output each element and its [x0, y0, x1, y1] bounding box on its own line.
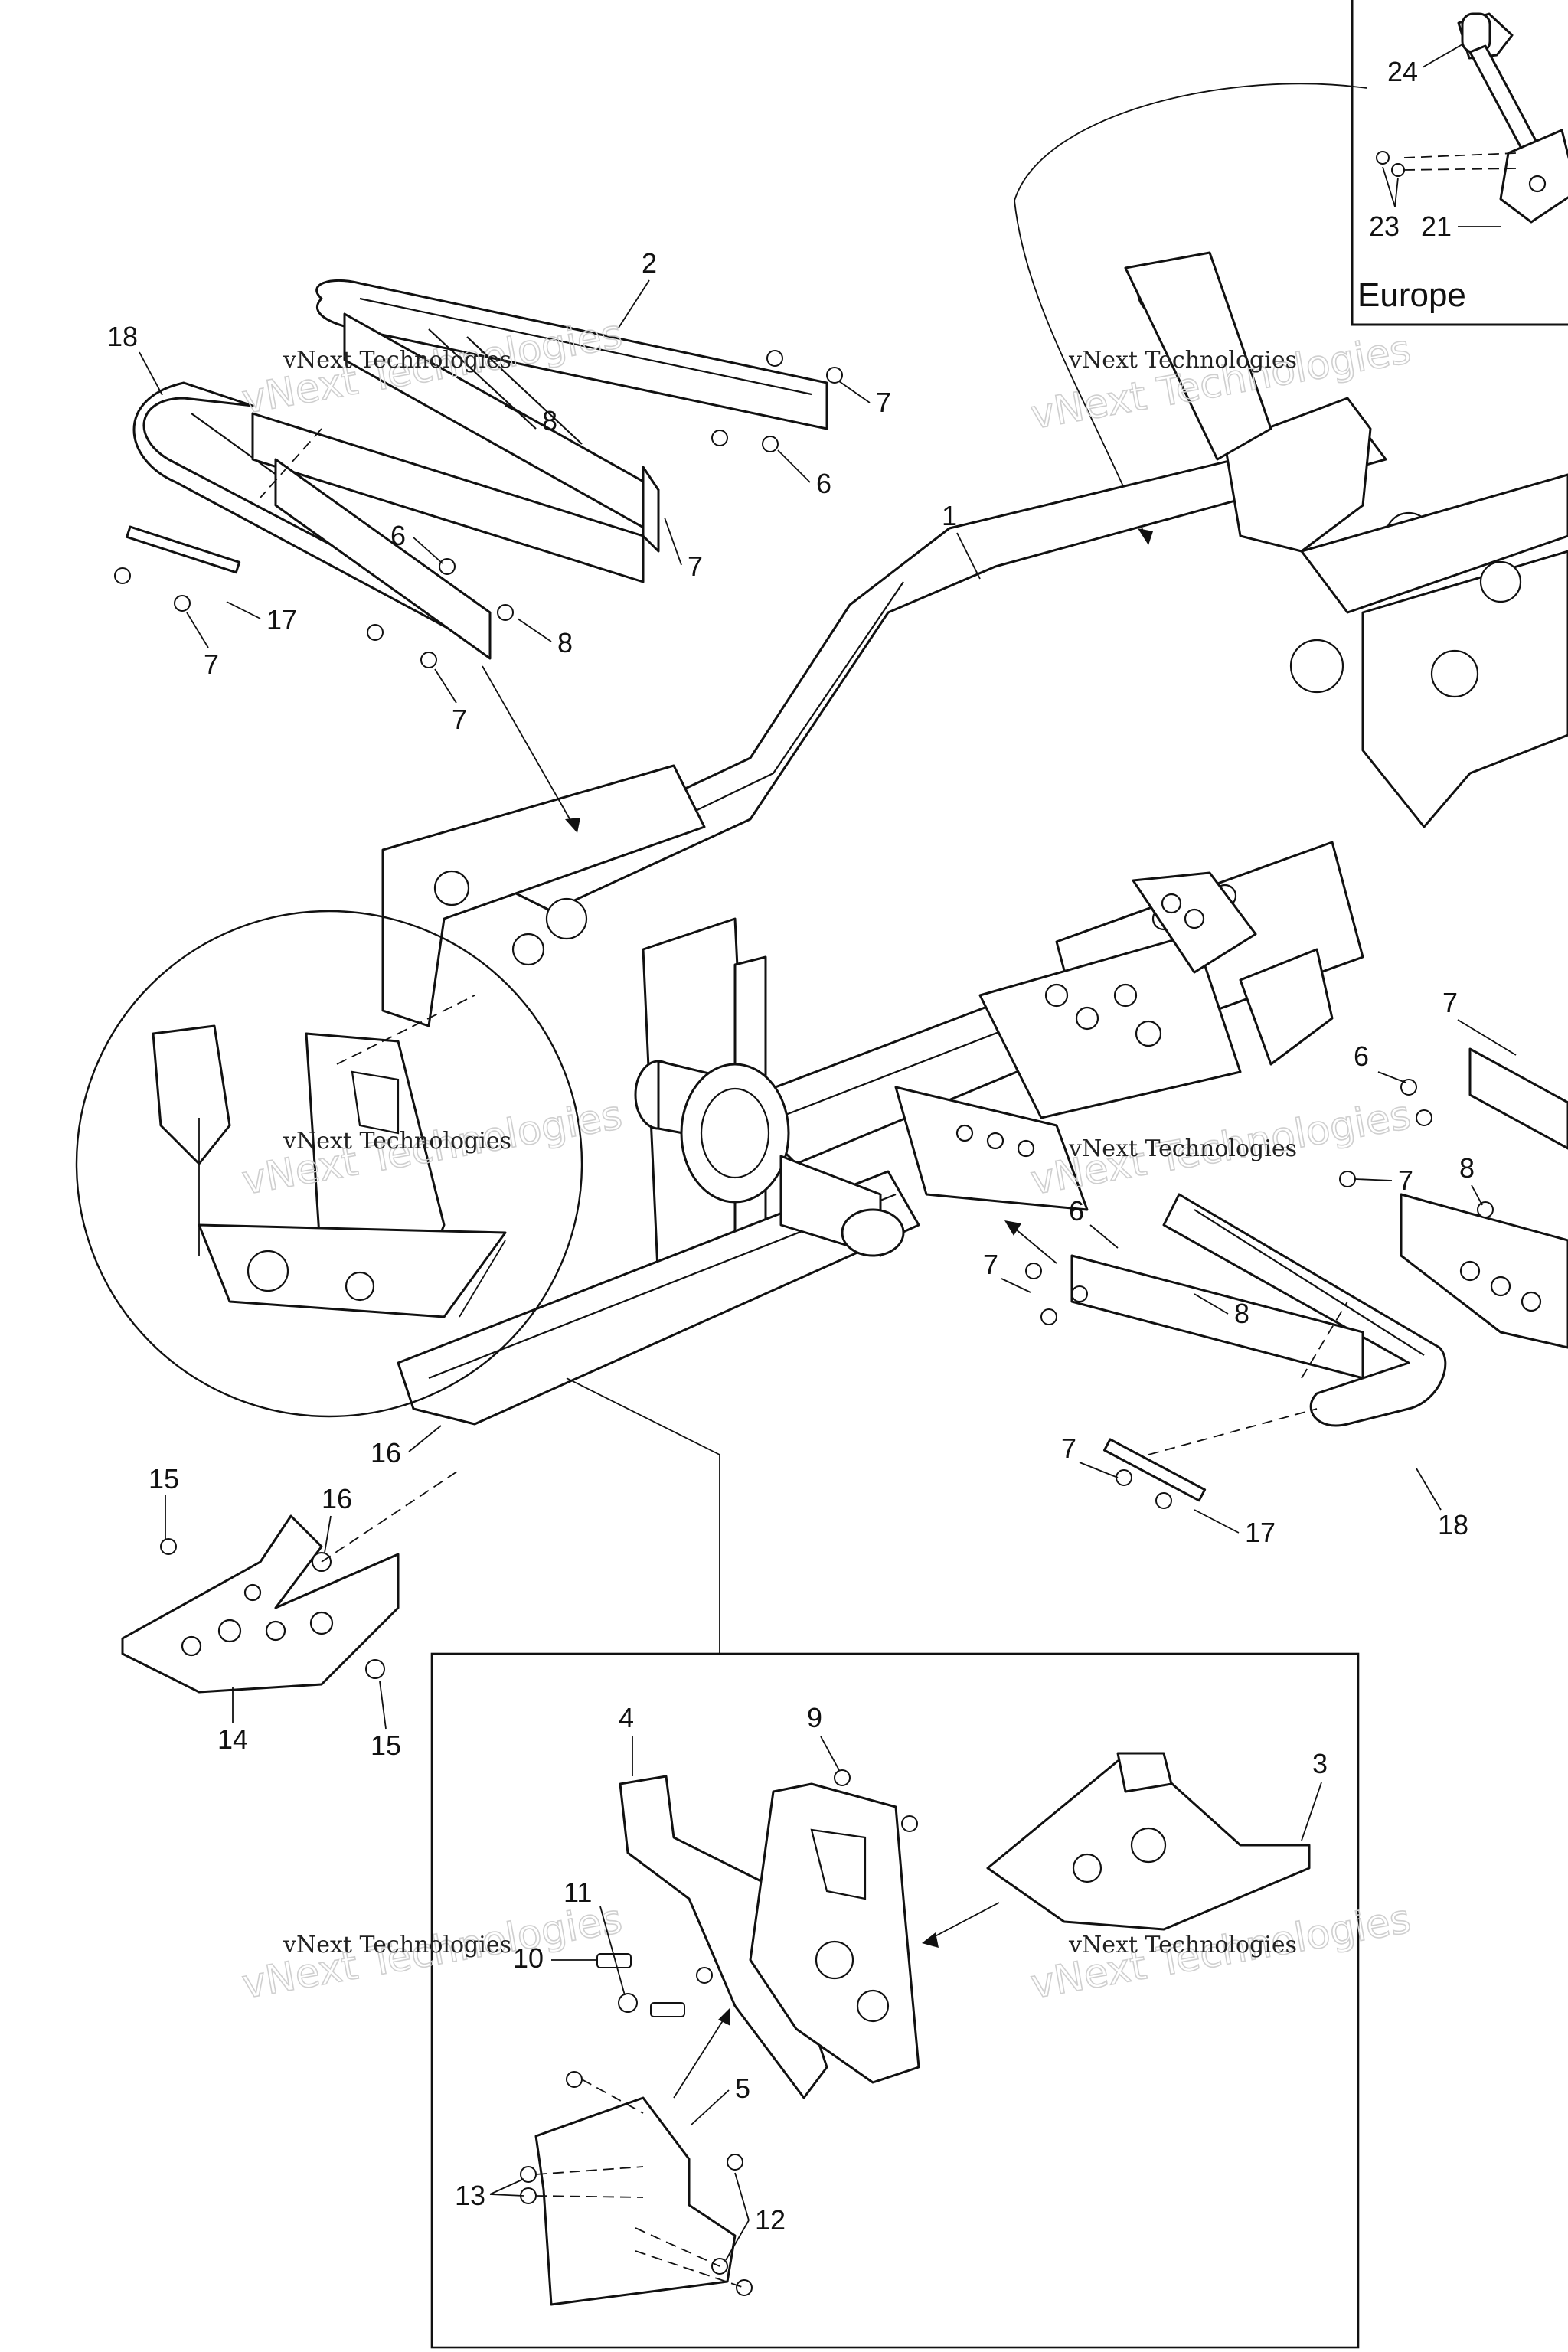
callout-4: 4: [619, 1702, 634, 1733]
callout-7: 7: [1061, 1432, 1076, 1464]
callout-12: 12: [755, 2204, 786, 2236]
callout-11: 11: [564, 1877, 592, 1908]
callout-6: 6: [816, 468, 831, 499]
detail-circle: [75, 910, 583, 1418]
rack-left: [114, 381, 645, 668]
callout-17: 17: [1245, 1517, 1276, 1548]
callout-5: 5: [735, 2073, 750, 2104]
callout-18: 18: [1438, 1509, 1468, 1540]
watermark-small: vNext Technologies: [1068, 1135, 1297, 1162]
callout-6: 6: [1354, 1040, 1369, 1072]
callout-1: 1: [942, 500, 957, 531]
callout-7: 7: [983, 1249, 998, 1280]
callout-8: 8: [542, 405, 557, 436]
callout-17: 17: [266, 604, 297, 635]
callout-7: 7: [876, 387, 891, 418]
callout-16: 16: [322, 1483, 352, 1514]
callout-7: 7: [1398, 1165, 1413, 1196]
callout-3: 3: [1312, 1748, 1328, 1779]
callout-7: 7: [688, 550, 703, 582]
callout-2: 2: [642, 247, 657, 279]
callout-23: 23: [1369, 211, 1400, 242]
callout-14: 14: [217, 1723, 248, 1755]
europe-label: Europe: [1357, 276, 1466, 314]
callout-15: 15: [371, 1730, 401, 1761]
callout-21: 21: [1421, 211, 1452, 242]
callout-16: 16: [371, 1437, 401, 1468]
detail-box: [430, 1377, 1360, 2349]
skid-bracket: [121, 1469, 460, 1694]
callout-7: 7: [204, 648, 219, 680]
callout-8: 8: [1234, 1298, 1250, 1329]
callout-6: 6: [390, 520, 406, 551]
callout-6: 6: [1069, 1195, 1084, 1227]
rack-upper: [315, 279, 843, 553]
callout-8: 8: [557, 627, 573, 658]
callout-24: 24: [1387, 56, 1418, 87]
watermark-small: vNext Technologies: [283, 347, 511, 374]
watermark-small: vNext Technologies: [1068, 1932, 1297, 1958]
callout-15: 15: [149, 1463, 179, 1494]
watermark-small: vNext Technologies: [1068, 347, 1297, 374]
callout-7: 7: [452, 704, 467, 735]
callout-8: 8: [1459, 1152, 1475, 1184]
callout-13: 13: [455, 2180, 485, 2211]
callout-10: 10: [513, 1942, 544, 1974]
watermark-small: vNext Technologies: [283, 1932, 511, 1958]
rack-right: [1025, 1047, 1568, 1509]
callout-7: 7: [1442, 987, 1458, 1018]
callout-9: 9: [807, 1702, 822, 1733]
watermark-small: vNext Technologies: [283, 1128, 511, 1155]
callout-group: 2 18 8 7 6 6 7 17 8 7 7 1 24 23 21 7 6: [107, 44, 1517, 2261]
main-frame: [381, 251, 1568, 1426]
europe-inset: Europe: [1351, 0, 1568, 326]
callout-18: 18: [107, 321, 138, 352]
